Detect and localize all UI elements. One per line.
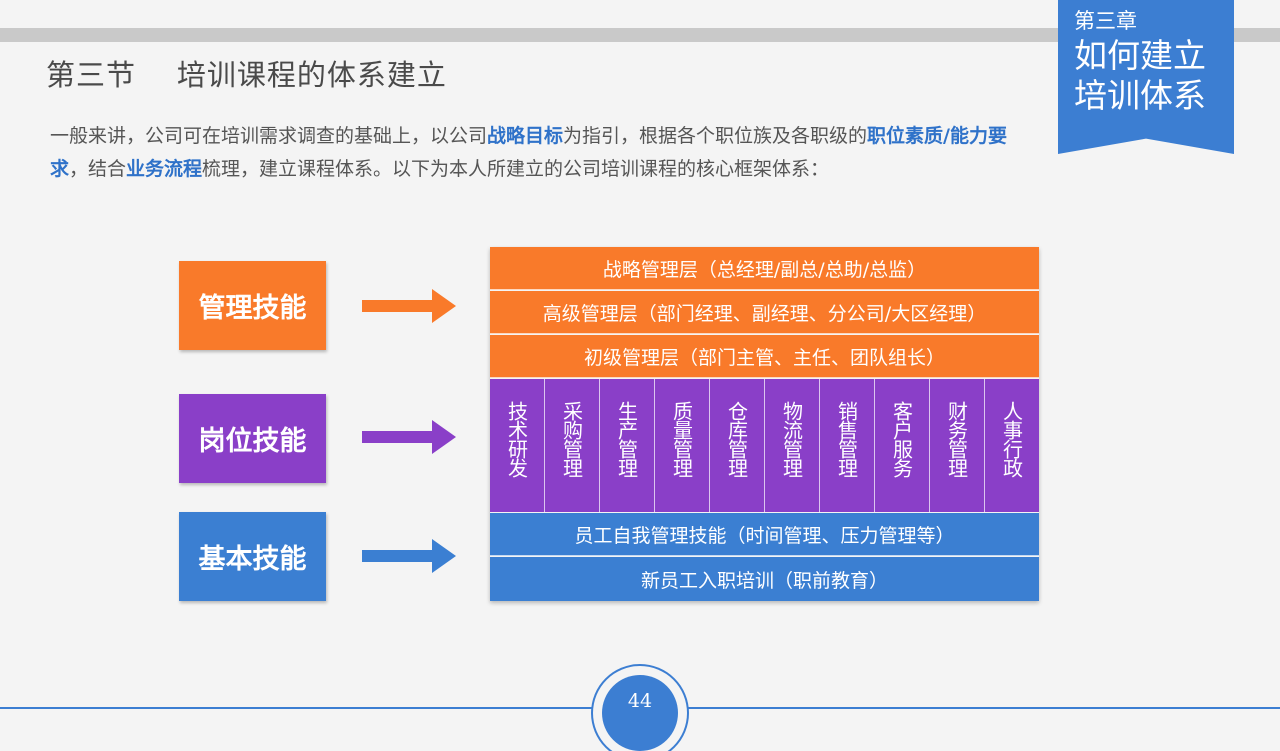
top-divider-bar (0, 28, 1280, 42)
column-procurement: 采购管理 (545, 379, 600, 512)
intro-text-3: ，结合 (69, 158, 127, 180)
intro-highlight-competency: 职位素质/能力要求 (50, 125, 1007, 180)
intro-text-4: 梳理，建立课程体系。以下为本人所建立的公司培训课程的核心框架体系： (202, 158, 830, 180)
page-number: 44 (602, 675, 678, 751)
intro-text-2: 为指引，根据各个职位族及各职级的 (563, 125, 868, 147)
column-logistics: 物流管理 (765, 379, 820, 512)
position-columns: 技术研发 采购管理 生产管理 质量管理 仓库管理 物流管理 销售管理 客户服务 … (490, 379, 1039, 512)
position-skills-box: 岗位技能 (179, 394, 326, 483)
column-sales: 销售管理 (820, 379, 875, 512)
basic-arrow-icon (362, 539, 456, 573)
position-arrow-icon (362, 420, 456, 454)
junior-management-layer: 初级管理层（部门主管、主任、团队组长） (490, 335, 1039, 378)
new-employee-layer: 新员工入职培训（职前教育） (490, 557, 1039, 601)
course-framework: 战略管理层（总经理/副总/总助/总监） 高级管理层（部门经理、副经理、分公司/大… (490, 247, 1039, 601)
intro-text-1: 一般来讲，公司可在培训需求调查的基础上，以公司 (50, 125, 488, 147)
intro-paragraph: 一般来讲，公司可在培训需求调查的基础上，以公司战略目标为指引，根据各个职位族及各… (50, 120, 1040, 186)
section-title: 第三节 培训课程的体系建立 (46, 58, 447, 92)
column-customer-service: 客户服务 (875, 379, 930, 512)
senior-management-layer: 高级管理层（部门经理、副经理、分公司/大区经理） (490, 291, 1039, 334)
column-finance: 财务管理 (930, 379, 985, 512)
column-rnd: 技术研发 (490, 379, 545, 512)
chapter-title-line2: 培训体系 (1074, 76, 1206, 115)
column-warehouse: 仓库管理 (710, 379, 765, 512)
self-management-layer: 员工自我管理技能（时间管理、压力管理等） (490, 513, 1039, 556)
column-hr-admin: 人事行政 (999, 401, 1024, 477)
column-quality: 质量管理 (655, 379, 710, 512)
management-skills-box: 管理技能 (179, 261, 326, 350)
chapter-title-line1: 如何建立 (1074, 36, 1206, 75)
basic-skills-box: 基本技能 (179, 512, 326, 601)
management-arrow-icon (362, 289, 456, 323)
chapter-label: 第三章 (1074, 9, 1137, 33)
intro-highlight-strategy: 战略目标 (487, 125, 564, 147)
intro-highlight-process: 业务流程 (126, 158, 203, 180)
column-production: 生产管理 (600, 379, 655, 512)
chapter-tag: 第三章 如何建立 培训体系 (1058, 0, 1234, 154)
strategic-management-layer: 战略管理层（总经理/副总/总助/总监） (490, 247, 1039, 290)
